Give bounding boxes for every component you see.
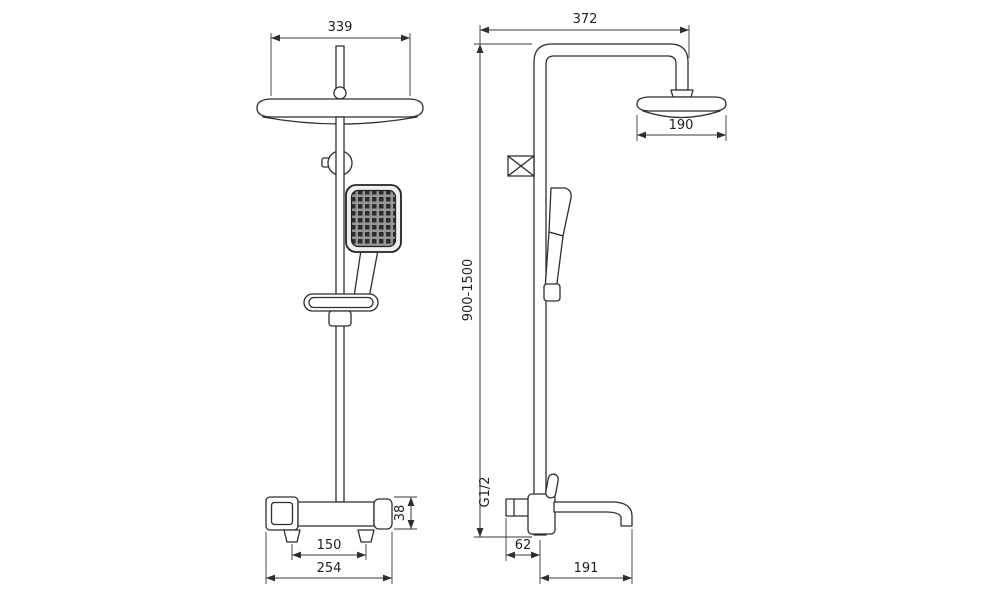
mixer-left-handle-inner: [270, 501, 294, 526]
dimension-valve-width: 254: [265, 532, 393, 584]
shelf-dish: [303, 293, 379, 312]
dimension-head-diameter: 190: [636, 115, 727, 141]
wall-bracket-side: [507, 155, 535, 177]
dimension-arm-reach: 372: [479, 12, 690, 58]
bath-mixer-side: [505, 473, 633, 535]
side-view: 372 900-1500 190: [461, 12, 727, 584]
dim-label-wall-offset: 62: [515, 538, 532, 553]
dimension-valve-height: 38: [393, 496, 417, 530]
overhead-shower-underside-side: [642, 110, 721, 119]
overhead-shower-front: [256, 98, 424, 118]
dimension-column-height: 900-1500: [461, 43, 532, 538]
dimension-head-width: 339: [270, 20, 411, 96]
front-view: 339: [256, 20, 424, 584]
mixer-inlet-right: [357, 529, 375, 543]
head-connector-side: [670, 89, 694, 98]
mixer-right-knob-front: [373, 498, 393, 530]
riser-top-front: [335, 45, 345, 89]
dim-label-valve-height: 38: [393, 505, 408, 522]
tub-spout-side: [553, 501, 633, 527]
dim-label-spout-reach: 191: [574, 561, 599, 576]
thread-label: G1/2: [478, 477, 493, 508]
shelf-dish-inner: [308, 296, 374, 309]
dim-label-inlet-spacing: 150: [317, 538, 342, 553]
dimension-inlet-spacing: 150: [291, 538, 367, 560]
hand-shower-side: [543, 187, 572, 302]
hand-shower-front: [345, 184, 402, 304]
shelf-front: [303, 293, 379, 327]
dim-label-valve-width: 254: [317, 561, 342, 576]
dim-label-head-width: 339: [328, 20, 353, 35]
dim-label-arm-reach: 372: [573, 12, 598, 27]
slider-clamp-front: [328, 310, 352, 327]
mixer-body-front: [297, 501, 375, 527]
hand-shower-holder-side: [543, 283, 561, 302]
hand-shower-head-side: [548, 187, 572, 237]
valve-body-side: [527, 493, 556, 535]
overhead-shower-side: [636, 96, 727, 112]
mixer-lever-side: [545, 473, 559, 499]
dim-label-head-diameter: 190: [669, 118, 694, 133]
wall-bracket-diagonal: [507, 155, 535, 177]
mixer-inlet-left: [283, 529, 301, 543]
hand-shower-face-front: [350, 189, 397, 248]
dimension-spout-reach: 191: [540, 529, 633, 584]
dim-label-column-height: 900-1500: [461, 259, 476, 322]
head-connector-front: [333, 86, 347, 100]
mixer-front: [265, 496, 393, 543]
